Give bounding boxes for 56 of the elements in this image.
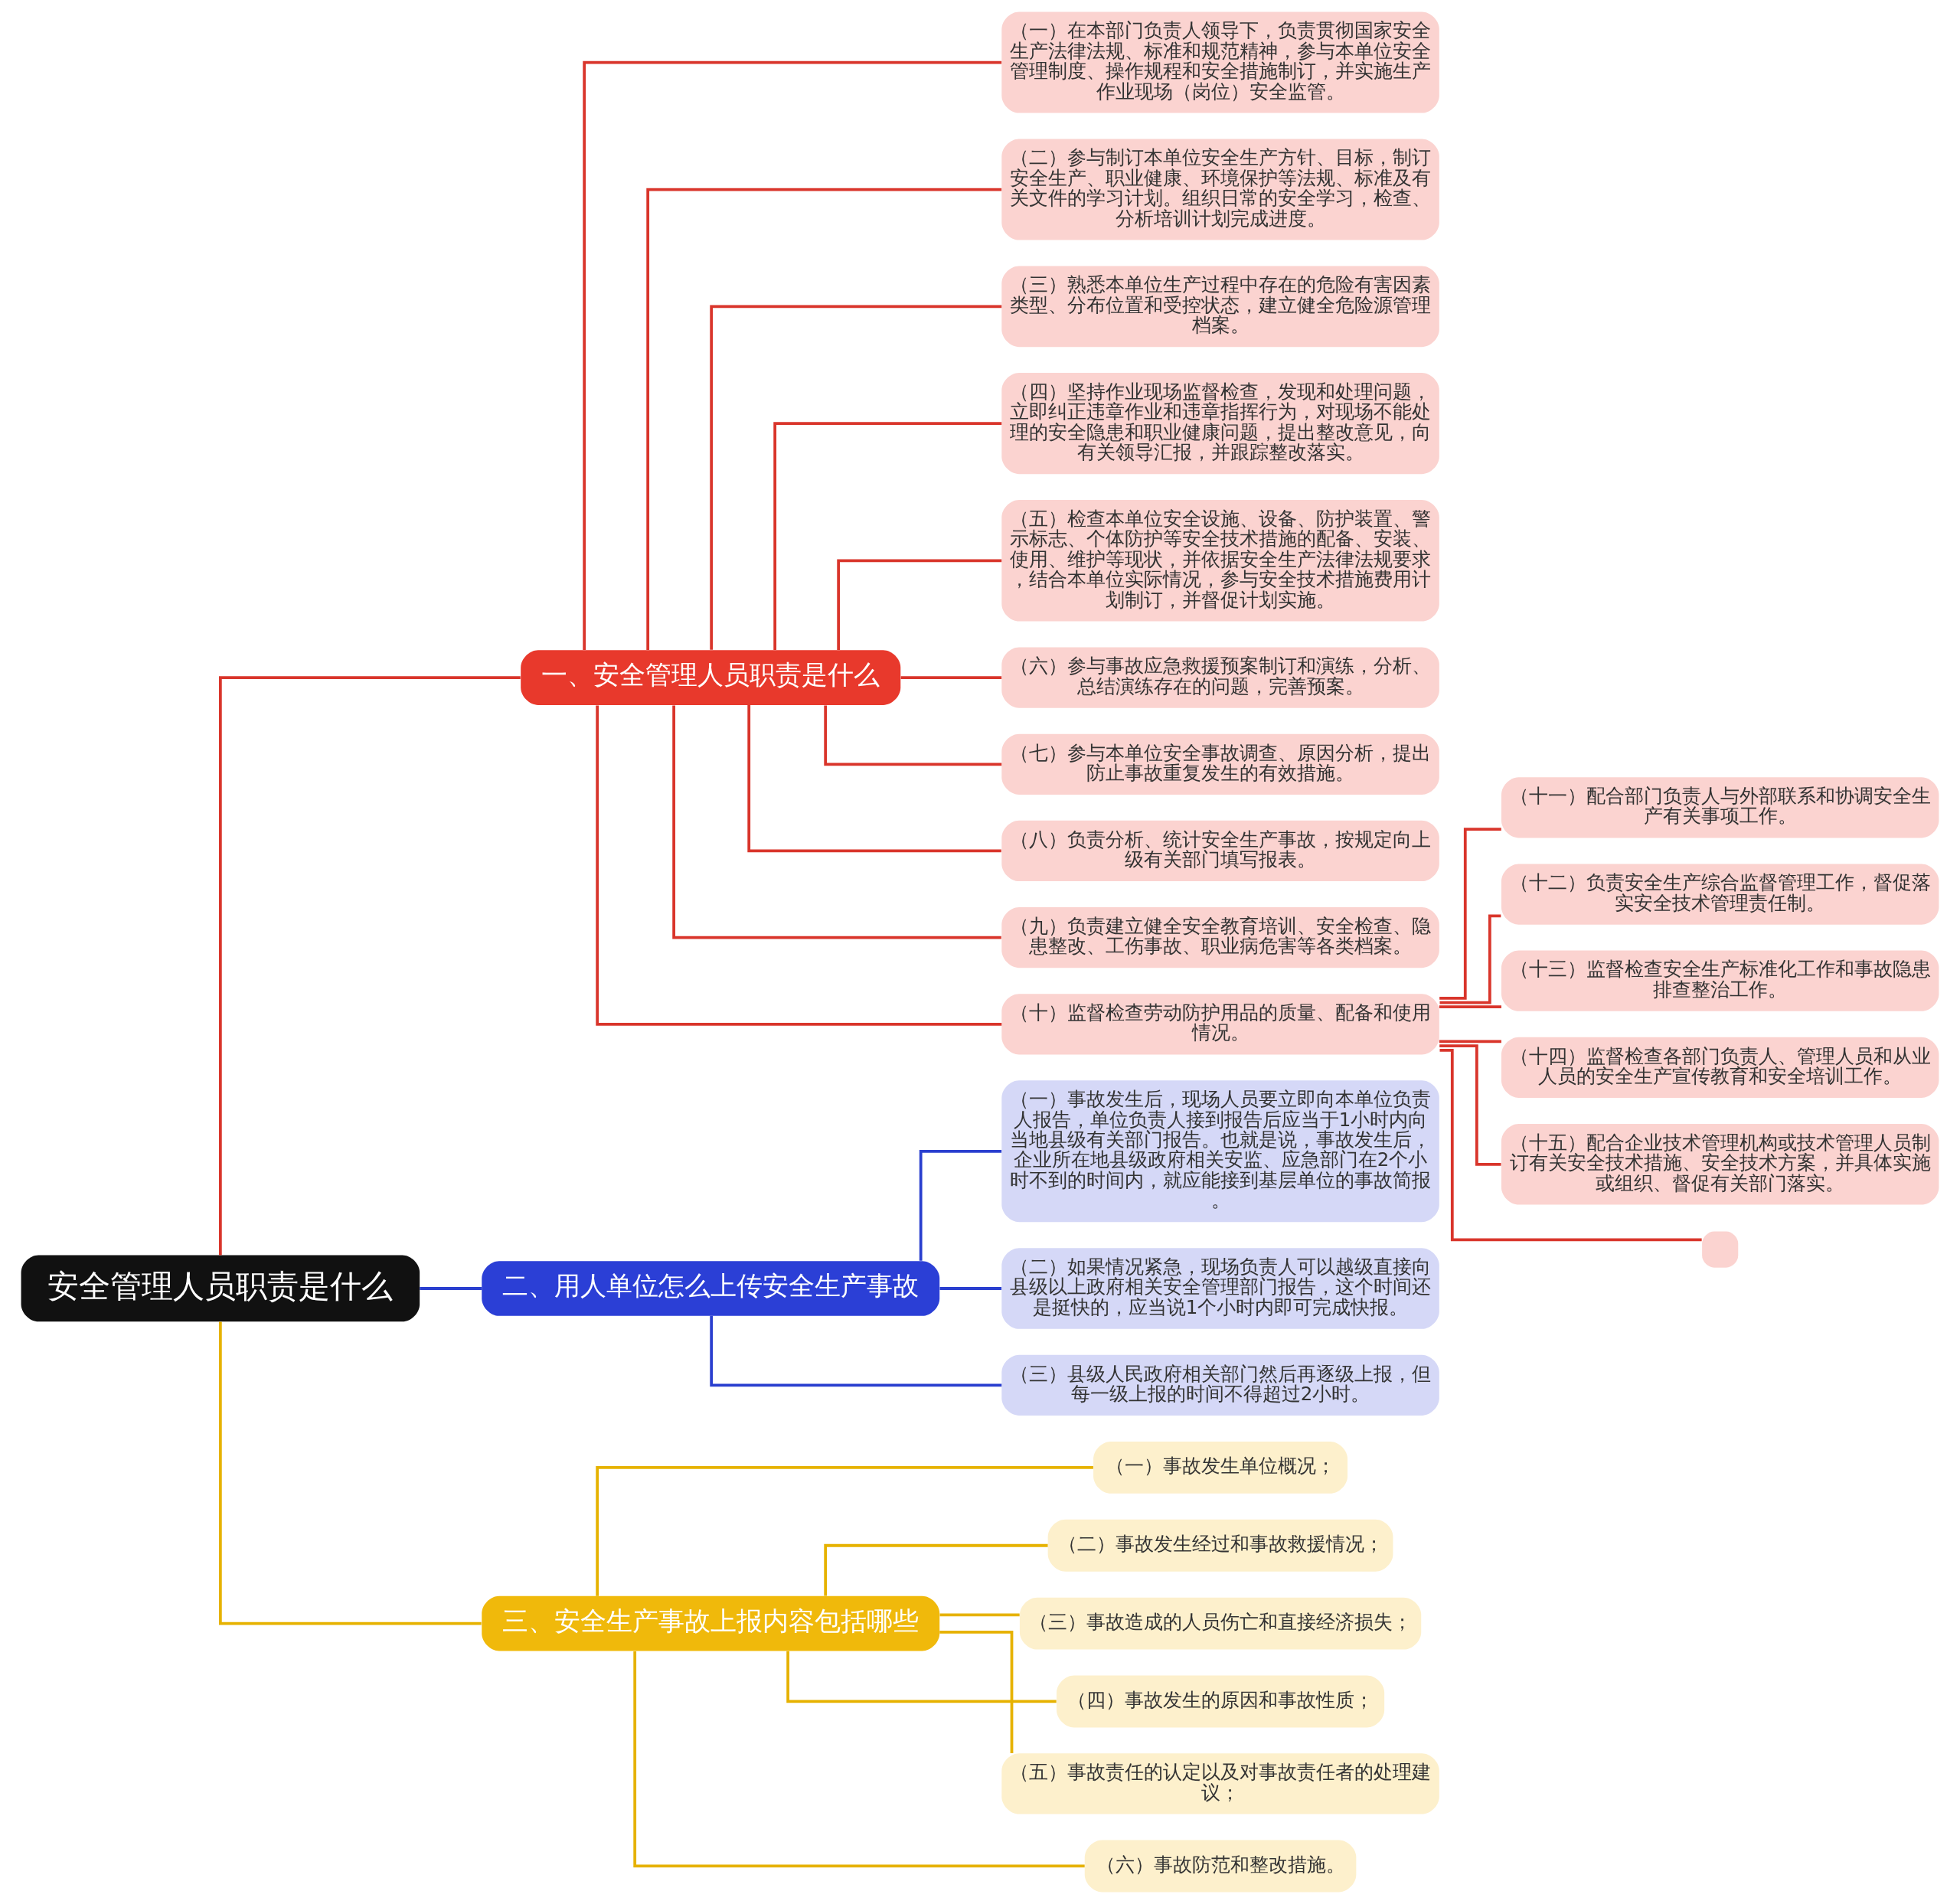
connector	[218, 676, 521, 1256]
node-box: （十二）负责安全生产综合监督管理工作，督促落实安全技术管理责任制。	[1501, 864, 1939, 925]
connector	[596, 1466, 1093, 1596]
node-box: （六）参与事故应急救援预案制订和演练，分析、总结演练存在的问题，完善预案。	[1001, 647, 1439, 708]
node-box: （一）在本部门负责人领导下，负责贯彻国家安全生产法律法规、标准和规范精神，参与本单位安全管理制度、操作规程和安全措施制订，并实施生产作业现场（岗位）安全监管。	[1001, 11, 1439, 113]
node-box: （三）事故造成的人员伤亡和直接经济损失；	[1019, 1597, 1422, 1650]
connector	[596, 705, 1002, 1026]
node-box: （二）如果情况紧急，现场负责人可以越级直接向县级以上政府相关安全管理部门报告，这个时间还是挺快的，应当说1个小时内即可完成快报。	[1001, 1248, 1439, 1329]
node-box: （五）事故责任的认定以及对事故责任者的处理建议；	[1001, 1753, 1439, 1814]
node-box: （三）熟悉本单位生产过程中存在的危险有害因素类型、分布位置和受控状态，建立健全危险源管理档案。	[1001, 266, 1439, 348]
node-box: （一）事故发生后，现场人员要立即向本单位负责人报告，单位负责人接到报告后应当于1小时内向当地县级有关部门报告。也就是说，事故发生后，企业所在地县级政府相关安监、应急部门在2个小时不到的时间内，就应能接到基层单位的事故简报。	[1001, 1080, 1439, 1223]
node-box: 一、安全管理人员职责是什么	[521, 650, 901, 705]
node-box: （四）事故发生的原因和事故性质；	[1056, 1675, 1385, 1728]
connector	[919, 1149, 1002, 1261]
connector	[900, 676, 1002, 679]
connector	[1439, 1040, 1501, 1043]
connector	[420, 1287, 482, 1290]
node-box: （六）事故防范和整改措施。	[1084, 1840, 1357, 1893]
node-box: （九）负责建立健全安全教育培训、安全检查、隐患整改、工伤事故、职业病危害等各类档案。	[1001, 907, 1439, 968]
connector	[824, 705, 1002, 766]
connector	[710, 305, 1002, 650]
connector	[786, 1651, 1057, 1703]
connector	[747, 704, 1001, 853]
connector	[1439, 914, 1501, 1004]
node-box: （十）监督检查劳动防护用品的质量、配备和使用情况。	[1001, 994, 1439, 1055]
connector	[633, 1651, 1085, 1868]
connector	[824, 1543, 1048, 1596]
node-box: 二、用人单位怎么上传安全生产事故	[482, 1261, 940, 1316]
connector	[583, 60, 1002, 651]
connector	[1439, 828, 1501, 1000]
node-box: （七）参与本单位安全事故调查、原因分析，提出防止事故重复发生的有效措施。	[1001, 733, 1439, 795]
connector	[646, 188, 1002, 650]
node-box: （十一）配合部门负责人与外部联系和协调安全生产有关事项工作。	[1501, 777, 1939, 838]
connector	[672, 705, 1001, 939]
node-box: （十四）监督检查各部门负责人、管理人员和从业人员的安全生产宣传教育和安全培训工作。	[1501, 1037, 1939, 1098]
node-box	[1702, 1231, 1739, 1268]
node-box: （五）检查本单位安全设施、设备、防护装置、警示标志、个体防护等安全技术措施的配备、安装、使用、维护等现状，并依据安全生产法律法规要求，结合本单位实际情况，参与安全技术措施费用计划制订，并督促计划实施。	[1001, 500, 1439, 622]
connector	[773, 422, 1002, 650]
node-box: （八）负责分析、统计安全生产事故，按规定向上级有关部门填写报表。	[1001, 820, 1439, 882]
node-box: （二）事故发生经过和事故救援情况；	[1047, 1519, 1393, 1572]
connector	[939, 1287, 1002, 1290]
node-box: 安全管理人员职责是什么	[21, 1255, 420, 1322]
node-box: （十三）监督检查安全生产标准化工作和事故隐患排查整治工作。	[1501, 950, 1939, 1011]
node-box: 三、安全生产事故上报内容包括哪些	[482, 1595, 940, 1651]
connector	[1439, 1048, 1702, 1242]
connector	[939, 1631, 1014, 1753]
node-box: （二）参与制订本单位安全生产方针、目标，制订安全生产、职业健康、环境保护等法规、标准及有关文件的学习计划。组织日常的安全学习，检查、分析培训计划完成进度。	[1001, 139, 1439, 240]
connector	[710, 1315, 1002, 1387]
connector	[218, 1321, 482, 1625]
connector	[1439, 1005, 1501, 1009]
node-box: （三）县级人民政府相关部门然后再逐级上报，但每一级上报的时间不得超过2小时。	[1001, 1354, 1439, 1416]
node-box: （一）事故发生单位概况；	[1093, 1441, 1348, 1494]
node-box: （四）坚持作业现场监督检查，发现和处理问题，立即纠正违章作业和违章指挥行为，对现场不能处理的安全隐患和职业健康问题，提出整改意见，向有关领导汇报，并跟踪整改落实。	[1001, 373, 1439, 475]
connector	[939, 1613, 1020, 1617]
node-box: （十五）配合企业技术管理机构或技术管理人员制订有关安全技术措施、安全技术方案，并具体实施或组织、督促有关部门落实。	[1501, 1123, 1939, 1205]
connector	[837, 559, 1002, 650]
